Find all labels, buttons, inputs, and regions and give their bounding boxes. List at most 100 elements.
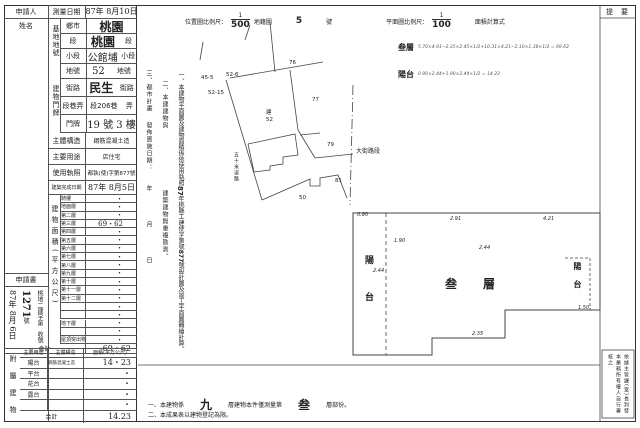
dimension-label: 2.44 xyxy=(479,245,491,251)
floor-area: ・ xyxy=(86,245,137,254)
lot-label: 52-15 xyxy=(208,90,224,96)
dimension-label: 2.91 xyxy=(450,216,462,222)
address-group-label: 建物門牌 xyxy=(52,85,60,117)
footer-l1-c: 層部份。 xyxy=(326,402,351,409)
floor-name: 第五層 xyxy=(60,236,86,245)
floor-area: ・ xyxy=(86,311,137,320)
note-1-text-b: 年桃縣工建使字第號 xyxy=(177,195,184,250)
lot-label: 79 xyxy=(327,142,334,148)
section-cell: 桃園段 xyxy=(86,34,137,49)
subsection-cell: 公館埔小段 xyxy=(86,49,137,64)
footer-floors-total: 九 xyxy=(200,398,213,412)
plan-scale-num: 1 xyxy=(439,12,444,19)
annex-use: 平台 xyxy=(20,368,48,379)
annex-use: 陽台 xyxy=(20,358,48,369)
completion-label: 建築完成日期 xyxy=(48,181,86,195)
annex-total: 14.23 xyxy=(108,412,131,421)
floor-name: 屋頂突出物 xyxy=(60,336,86,345)
floor-name: 第七層 xyxy=(60,253,86,262)
floor-name: 第四層 xyxy=(60,228,86,237)
floor-area: ・ xyxy=(86,261,137,270)
plan-balcony-left: 陽台 xyxy=(363,255,373,329)
application-number-block: 1271號 xyxy=(20,290,31,324)
floor-total-label: 合計 xyxy=(4,344,86,355)
lot-value: 52 xyxy=(92,65,105,77)
floor-name: 第十層 xyxy=(60,278,86,287)
floor-area: ・ xyxy=(86,278,137,287)
dimension-label: 2.35 xyxy=(472,331,484,337)
lot-label: 52 xyxy=(266,117,273,123)
name-label: 姓名 xyxy=(19,22,33,30)
floor-area: ・ xyxy=(86,212,137,220)
floor-area: ・ xyxy=(86,295,137,303)
lot-label: 81 xyxy=(335,178,342,184)
map-sheet-suffix: 號 xyxy=(326,18,333,26)
map-sheet-label: 地籍圖 xyxy=(253,18,272,26)
lot-label: 建 xyxy=(266,110,272,116)
lot-label: 76 xyxy=(289,60,296,66)
structure-label: 主體構造 xyxy=(48,133,86,149)
note-1: 一、本建物平面圖及建物面積係依使用執照87年桃縣工建使字第號877號設計圖及竣工… xyxy=(176,72,185,362)
floor-name xyxy=(60,311,86,320)
annex-use xyxy=(20,400,48,411)
footer-floor-no: 叁 xyxy=(298,398,311,412)
footer-note-2: 二、本成果表以建物登記為限。 xyxy=(148,412,233,419)
lane-suffix: 弄 xyxy=(125,101,133,110)
dimension-label: 1.50 xyxy=(578,305,590,311)
section-suffix: 段 xyxy=(124,37,132,45)
dimension-label: 0.90 xyxy=(357,212,369,218)
floor-area: ・ xyxy=(86,203,137,212)
calc-label: 面積計算式 xyxy=(474,18,505,26)
calc-balcony-label: 陽台 xyxy=(398,70,414,79)
note-3-b: 發佈實施日期： xyxy=(145,122,152,171)
lot-suffix: 地號 xyxy=(116,67,131,75)
application-label: 申請書 xyxy=(4,273,48,287)
subsection-suffix: 小段 xyxy=(121,52,136,60)
floor-area: 69・62 xyxy=(86,220,137,229)
floor-name: 第三層 xyxy=(60,219,86,229)
annex-structure: 鋼筋混凝土造 xyxy=(48,358,84,369)
calc-floor-label: 叁層 xyxy=(398,43,414,52)
section-label: 段 xyxy=(60,34,86,49)
survey-date: 87年 8月10日 xyxy=(86,5,137,19)
lot-label: 50 xyxy=(299,195,306,201)
annex-area: ・ xyxy=(84,369,137,379)
city-value: 桃園 xyxy=(86,19,137,34)
lot-cell: 52 地號 xyxy=(86,64,137,79)
footer-l1: 一、本建物係 xyxy=(148,402,185,409)
lot-label: 77 xyxy=(312,97,319,103)
floor-name: 第九層 xyxy=(60,269,86,278)
subsection-label: 小段 xyxy=(60,49,86,64)
floor-name: 第十一層 xyxy=(60,286,86,295)
notes-column: 一、本建物平面圖及建物面積係依使用執照87年桃縣工建使字第號877號設計圖及竣工… xyxy=(137,60,187,365)
calc-balcony-formula: 0.90×2.44+1.90×2.44×1/2 = 14.23 xyxy=(418,72,500,77)
floor-name: 地面層 xyxy=(60,203,86,212)
note-3: 三、都市計畫 xyxy=(145,70,152,112)
floor-name: 第十二層 xyxy=(60,294,86,303)
annex-total-label: 合計 xyxy=(20,410,84,423)
application-date: 87年 8月 6日 xyxy=(8,290,17,340)
floor-area: ・ xyxy=(86,253,137,262)
location-scale-label: 位置圖比例尺： xyxy=(185,18,228,26)
city-label: 鄉市 xyxy=(60,19,86,34)
remarks-label: 提要 xyxy=(606,8,636,16)
location-scale-den: 500 xyxy=(231,19,250,30)
site-group-label: 基地地號 xyxy=(52,25,60,57)
left-table: 申請人 姓名 測量日期 87年 8月10日 基地地號 建物門牌 鄉市 桃園 段 … xyxy=(4,5,137,423)
footer-l1-b: 層建物本件僅測量第 xyxy=(228,402,283,409)
annex-structure xyxy=(48,368,84,379)
number-label: 門牌 xyxy=(60,115,86,133)
floor-group-label: 建物面積(平方公尺) xyxy=(51,205,59,307)
annex-group-label: 附屬建物 xyxy=(9,355,17,423)
dimension-label: 2.44 xyxy=(373,268,385,274)
floor-area: ・ xyxy=(86,303,137,312)
usage-label: 主要用途 xyxy=(48,149,86,165)
remarks-stamp: 依據主管課(室)長判發本業務所有權人自行審核之 xyxy=(607,354,629,414)
annex-area: ・ xyxy=(84,390,137,400)
floor-area: ・ xyxy=(86,237,137,245)
lot-label: 52-6 xyxy=(226,72,239,78)
survey-date-label: 測量日期 xyxy=(48,5,86,19)
